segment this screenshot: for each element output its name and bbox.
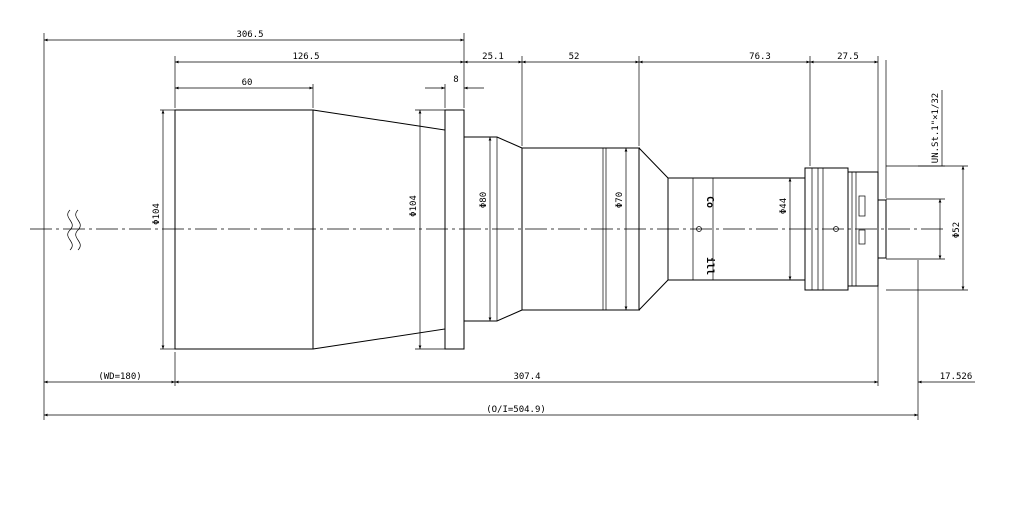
dim-dia-mount: Φ52 bbox=[952, 222, 962, 238]
dim-working-distance: (WD=180) bbox=[98, 372, 141, 382]
lens-taper bbox=[312, 109, 446, 350]
dim-dia-hood: Φ104 bbox=[152, 203, 162, 225]
break-symbol bbox=[67, 209, 81, 251]
dim-lens-length: 307.4 bbox=[513, 372, 540, 382]
dim-dia-flange: Φ104 bbox=[409, 195, 419, 217]
dim-dia-neck: Φ80 bbox=[479, 192, 489, 208]
dim-front-to-flange: 126.5 bbox=[292, 52, 319, 62]
dim-thread: UN.St.1"×1/32 bbox=[931, 93, 941, 163]
dimension-lines bbox=[44, 38, 975, 417]
lens-flange bbox=[444, 109, 465, 350]
engraving-bottom: ill bbox=[704, 257, 716, 275]
dim-flange-thickness: 8 bbox=[453, 75, 458, 85]
dim-overall-length: 306.5 bbox=[236, 30, 263, 40]
dim-dia-barrel: Φ44 bbox=[779, 198, 789, 214]
lens-body bbox=[521, 147, 640, 311]
dim-seg-3: 76.3 bbox=[749, 52, 771, 62]
lens-hood bbox=[174, 109, 314, 350]
dim-dia-body: Φ70 bbox=[615, 192, 625, 208]
dim-seg-4: 27.5 bbox=[837, 52, 859, 62]
dim-back-offset: 17.526 bbox=[940, 372, 973, 382]
lens-outline bbox=[174, 109, 887, 350]
dim-seg-2: 52 bbox=[569, 52, 580, 62]
dim-seg-1: 25.1 bbox=[482, 52, 504, 62]
extension-lines bbox=[43, 33, 968, 420]
engraving-top: Co bbox=[704, 196, 715, 208]
diameter-lines bbox=[161, 90, 965, 349]
dim-object-to-image: (O/I=504.9) bbox=[486, 405, 546, 415]
dim-hood-length: 60 bbox=[242, 78, 253, 88]
